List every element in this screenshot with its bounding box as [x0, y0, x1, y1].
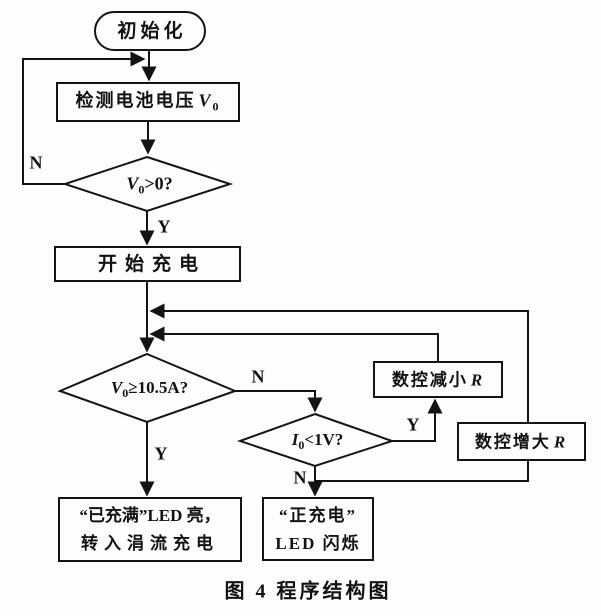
d3-label: I0<1V?: [291, 430, 344, 452]
edge-d3-yes-to-dec-r: [392, 398, 443, 442]
d3-yes-label: Y: [406, 414, 420, 435]
detect-box-shape: [56, 82, 240, 122]
d1-label: V0>0?: [126, 173, 173, 197]
charging-label: “正充电” LED 闪烁: [275, 506, 361, 553]
full-label: “已充满”LED 亮， 转入涓流充电: [79, 506, 221, 553]
charge-box-shape: [54, 246, 241, 282]
start-label: 初始化: [117, 21, 187, 43]
edge-dec-r-feedback: [149, 326, 439, 362]
d3-diamond-shape: [236, 412, 396, 468]
d3-no-label: N: [293, 467, 307, 488]
dec-r-box-shape: [373, 361, 503, 398]
d2-diamond-shape: [57, 352, 238, 424]
charging-box-shape: [262, 497, 374, 561]
d1-diamond-shape: [61, 155, 234, 213]
full-box-shape: [58, 497, 242, 562]
start-terminator-shape: [94, 11, 206, 51]
edge-d2-no-to-d3: [235, 390, 323, 413]
edge-inc-r-feedback: [149, 303, 529, 423]
edge-d1-no-loop: [22, 51, 146, 185]
d2-label: V0≥10.5A?: [110, 378, 189, 400]
charge-label: 开始充电: [97, 254, 207, 276]
edge-d3-no-to-inc-r: [315, 460, 529, 482]
figure-caption: 图 4 程序结构图: [224, 580, 392, 603]
d2-yes-label: Y: [154, 443, 168, 464]
d1-no-label: N: [29, 152, 43, 173]
inc-r-box-shape: [457, 422, 586, 461]
d2-no-label: N: [251, 366, 265, 387]
d1-yes-label: Y: [157, 216, 171, 237]
